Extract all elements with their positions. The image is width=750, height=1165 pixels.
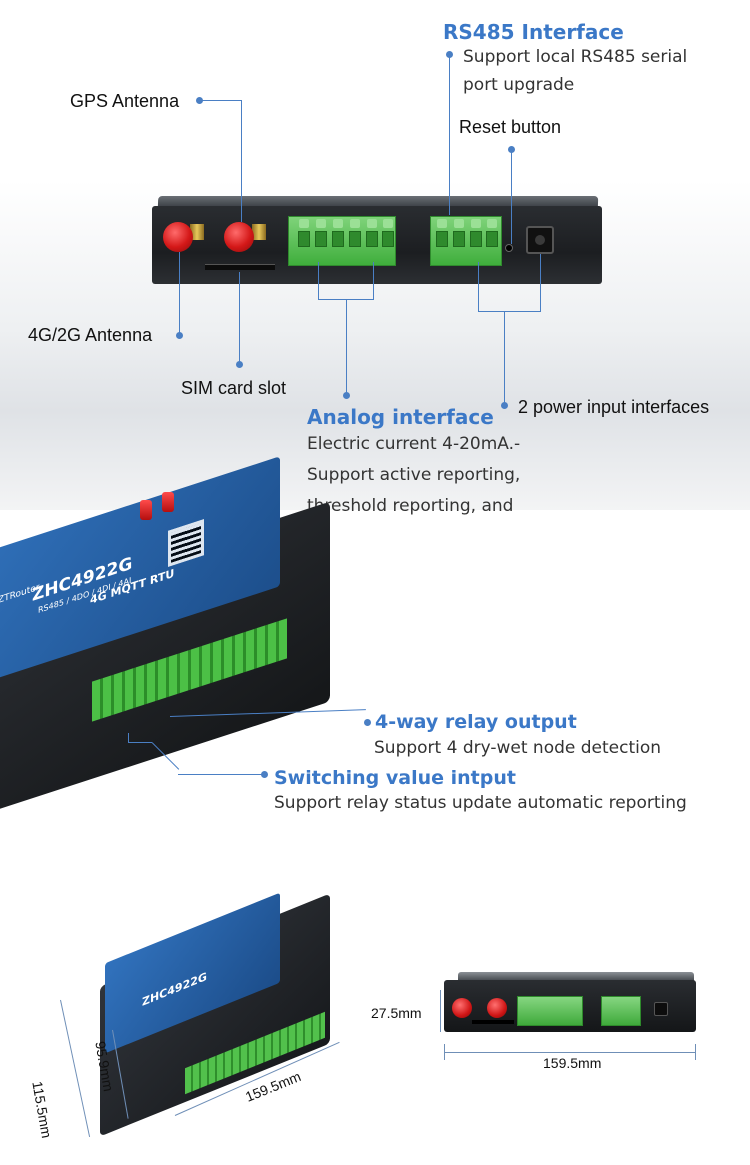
analog-leader-line [346,299,347,394]
switching-dot [261,771,268,778]
relay-dot [364,719,371,726]
sim-slot-label: SIM card slot [181,378,287,398]
reset-dot [508,146,515,153]
gps-antenna-label: GPS Antenna [70,91,180,111]
sim-slot-dot [236,361,243,368]
antenna-4g2g-label: 4G/2G Antenna [28,325,153,345]
switching-title: Switching value intput [274,767,516,789]
analog-desc-line: Electric current 4-20mA.- [307,434,521,454]
analog-terminal-block [288,216,396,266]
dimension-analog-terminal [517,996,583,1026]
power-bracket-left [478,262,479,312]
gps-leader-v [241,100,242,222]
gps-antenna-dot [196,97,203,104]
sim-card-slot [205,264,275,270]
power-jack [526,226,554,254]
switching-leader-h [178,774,262,775]
reset-button-label: Reset button [459,117,562,137]
switching-bracket-left [128,733,129,743]
gps-antenna-base [190,224,204,240]
dimension-sim-slot [472,1020,514,1024]
switching-desc: Support relay status update automatic re… [274,793,687,813]
dim-front-length: 159.5mm [543,1055,602,1071]
antenna-4g2g-dot [176,332,183,339]
dimension-front-top [458,972,694,982]
rs485-desc-line: port upgrade [463,75,575,95]
sim-leader-line [239,272,240,362]
mid-antenna-left [140,500,152,520]
dim-height: 27.5mm [371,1005,422,1021]
rs485-dot [446,51,453,58]
rs485-title: RS485 Interface [443,20,624,44]
dim-height-line [440,990,441,1032]
analog-title: Analog interface [307,405,494,429]
switching-bracket-bottom [128,742,152,743]
gps-leader-h [200,100,242,101]
rs485-leader-line [449,55,450,215]
dim-front-length-line [444,1052,696,1053]
power-bracket-bottom [478,311,541,312]
antenna-gps [224,222,254,252]
reset-button-hole [505,244,513,252]
dimension-antenna-right [487,998,507,1018]
power-dot [501,402,508,409]
dimension-rs485-terminal [601,996,641,1026]
dimension-antenna-left [452,998,472,1018]
mid-antenna-right [162,492,174,512]
antenna-4g2g-leader [179,252,180,334]
power-leader-line [504,311,505,403]
power-bracket-right [540,254,541,312]
antenna-base [252,224,266,240]
analog-desc-line: threshold reporting, and [307,496,514,516]
dim-width-outer: 115.5mm [29,1080,55,1140]
dim-line-outer [60,999,91,1138]
dim-front-tick-right [695,1044,696,1060]
rs485-desc: Support local RS485 serial port upgrade [463,43,687,99]
relay-desc: Support 4 dry-wet node detection [374,738,662,758]
analog-dot [343,392,350,399]
analog-bracket-left [318,262,319,300]
reset-leader-line [511,150,512,244]
antenna-4g2g [163,222,193,252]
analog-bracket-right [373,262,374,300]
dimension-power-jack [654,1002,668,1016]
rs485-terminal-block [430,216,502,266]
power-label: 2 power input interfaces [518,397,710,417]
relay-title: 4-way relay output [375,711,577,733]
analog-desc-line: Support active reporting, [307,465,521,485]
dim-front-tick-left [444,1044,445,1060]
rs485-desc-line: Support local RS485 serial [463,47,688,67]
analog-desc: Electric current 4-20mA.- Support active… [307,429,520,522]
